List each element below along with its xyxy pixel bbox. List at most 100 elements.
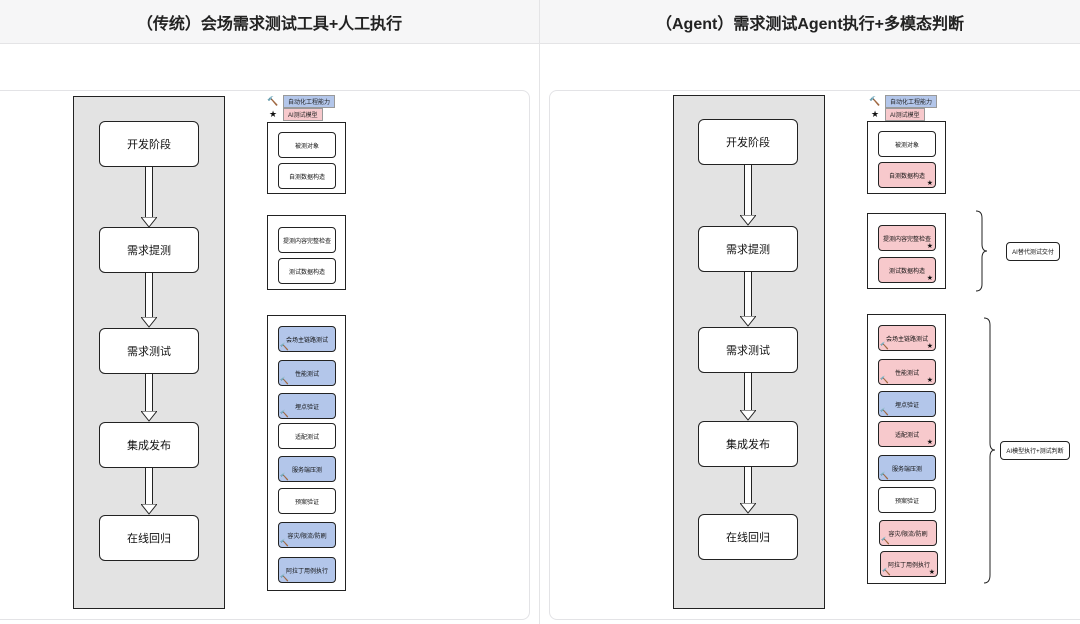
right-stage-regression: 在线回归 — [698, 514, 798, 560]
item: 被测对象 — [878, 131, 936, 157]
note-label: AI模型执行+测试判断 — [1006, 449, 1064, 455]
item: 自测数据构造 — [278, 163, 336, 189]
item-label: 测试数据构造 — [288, 269, 325, 276]
item-label: 服务端压测 — [891, 466, 922, 473]
stage-label: 需求提测 — [726, 244, 770, 256]
tool-icon: 🔨 — [880, 343, 889, 350]
right-title-text: （Agent）需求测试Agent执行+多模态判断 — [655, 15, 964, 33]
tool-icon: 🔨 — [882, 569, 891, 576]
item-label: 会场主链路测试 — [285, 337, 328, 344]
stage-label: 开发阶段 — [127, 139, 171, 151]
item-label: 性能测试 — [894, 370, 919, 377]
tool-icon: 🔨 — [880, 473, 889, 480]
note-ai-exec: AI模型执行+测试判断 — [1000, 441, 1070, 460]
right-arrow-2 — [740, 272, 756, 327]
tool-icon: 🔨 — [881, 538, 890, 545]
right-arrow-1 — [740, 165, 756, 226]
stage-label: 集成发布 — [726, 439, 770, 451]
column-divider — [539, 0, 540, 624]
stage-label: 需求测试 — [726, 345, 770, 357]
item-label: 预案验证 — [894, 498, 919, 505]
item: 会场主链路测试🔨 — [278, 326, 336, 352]
tool-icon: 🔨 — [280, 411, 289, 418]
item: 阿拉丁用例执行🔨 ★ — [880, 551, 938, 577]
stage-label: 需求提测 — [127, 245, 171, 257]
left-stage-regression: 在线回归 — [99, 515, 199, 561]
stage-label: 需求测试 — [127, 346, 171, 358]
item-label: 阿拉丁用例执行 — [285, 568, 328, 575]
left-arrow-4 — [141, 468, 157, 515]
left-legend-tool: 🔨 自动化工程能力 — [267, 95, 336, 108]
item: 埋点验证 🔨 — [878, 391, 936, 417]
legend-model-label: AI测试模型 — [283, 108, 323, 121]
item: 性能测试🔨 — [278, 360, 336, 386]
left-legend-model: ★ AI测试模型 — [267, 108, 323, 121]
left-group-submit: 提测内容完整检查 测试数据构造 — [267, 215, 346, 290]
left-group-test: 会场主链路测试🔨 性能测试🔨 埋点验证🔨 适配测试 服务端压测🔨 预案验证 容灾… — [267, 315, 346, 591]
star-icon: ★ — [268, 109, 278, 119]
tool-icon: 🔨 — [869, 96, 881, 106]
item: 预案验证 — [278, 488, 336, 514]
item-label: 阿拉丁用例执行 — [887, 562, 930, 569]
item-label: 适配测试 — [294, 434, 319, 441]
tool-icon: 🔨 — [280, 540, 289, 547]
right-brace-submit — [975, 210, 988, 292]
right-group-test: 会场主链路测试🔨★ 性能测试🔨★ 埋点验证🔨 适配测试★ 服务端压测🔨 预案验证… — [867, 314, 946, 584]
star-icon: ★ — [926, 275, 933, 282]
item: 容灾/限流/防刷🔨 — [879, 520, 937, 546]
star-icon: ★ — [926, 180, 933, 187]
right-stage-dev: 开发阶段 — [698, 119, 798, 165]
tool-icon: 🔨 — [280, 474, 289, 481]
left-stage-submit: 需求提测 — [99, 227, 199, 273]
left-arrow-1 — [141, 167, 157, 228]
item-label: 服务端压测 — [291, 467, 322, 474]
right-stage-release: 集成发布 — [698, 421, 798, 467]
right-legend-tool: 🔨 自动化工程能力 — [869, 95, 938, 108]
left-title: （传统）会场需求测试工具+人工执行 — [0, 0, 539, 44]
item: 服务端压测🔨 — [278, 456, 336, 482]
right-group-dev: 被测对象 自测数据构造★ — [867, 121, 946, 194]
item-label: 埋点验证 — [894, 402, 919, 409]
right-stage-test: 需求测试 — [698, 327, 798, 373]
legend-tool-label: 自动化工程能力 — [283, 95, 336, 108]
legend-model-label: AI测试模型 — [885, 108, 925, 121]
item: 适配测试★ — [878, 421, 936, 447]
right-arrow-4 — [740, 467, 756, 514]
legend-tool-label: 自动化工程能力 — [885, 95, 938, 108]
item-label: 自测数据构造 — [888, 173, 925, 180]
stage-label: 集成发布 — [127, 440, 171, 452]
tool-icon: 🔨 — [280, 575, 289, 582]
item: 被测对象 — [278, 132, 336, 158]
star-icon: ★ — [928, 569, 935, 576]
item-label: 测试数据构造 — [888, 268, 925, 275]
item: 自测数据构造★ — [878, 162, 936, 188]
star-icon: ★ — [870, 109, 880, 119]
star-icon: ★ — [926, 343, 933, 350]
note-label: AI替代测试交付 — [1012, 250, 1054, 256]
item-label: 会场主链路测试 — [885, 336, 928, 343]
tool-icon: 🔨 — [267, 96, 279, 106]
left-title-text: （传统）会场需求测试工具+人工执行 — [136, 15, 403, 33]
item: 提测内容完整检查★ — [878, 225, 936, 251]
right-group-submit: 提测内容完整检查★ 测试数据构造★ — [867, 213, 946, 289]
item-label: 预案验证 — [294, 499, 319, 506]
item-label: 埋点验证 — [294, 404, 319, 411]
right-stage-submit: 需求提测 — [698, 226, 798, 272]
right-title: （Agent）需求测试Agent执行+多模态判断 — [540, 0, 1080, 44]
stage-label: 在线回归 — [127, 533, 171, 545]
tool-icon: 🔨 — [280, 344, 289, 351]
left-stage-release: 集成发布 — [99, 422, 199, 468]
tool-icon: 🔨 — [880, 409, 889, 416]
tool-icon: 🔨 — [880, 377, 889, 384]
item: 服务端压测🔨 — [878, 455, 936, 481]
item-label: 容灾/限流/防刷 — [888, 531, 928, 538]
item: 测试数据构造★ — [878, 257, 936, 283]
stage-label: 开发阶段 — [726, 137, 770, 149]
right-brace-test — [983, 317, 996, 584]
item: 埋点验证 🔨 — [278, 393, 336, 419]
left-stage-dev: 开发阶段 — [99, 121, 199, 167]
star-icon: ★ — [926, 377, 933, 384]
tool-icon: 🔨 — [280, 378, 289, 385]
item-label: 被测对象 — [294, 143, 319, 150]
